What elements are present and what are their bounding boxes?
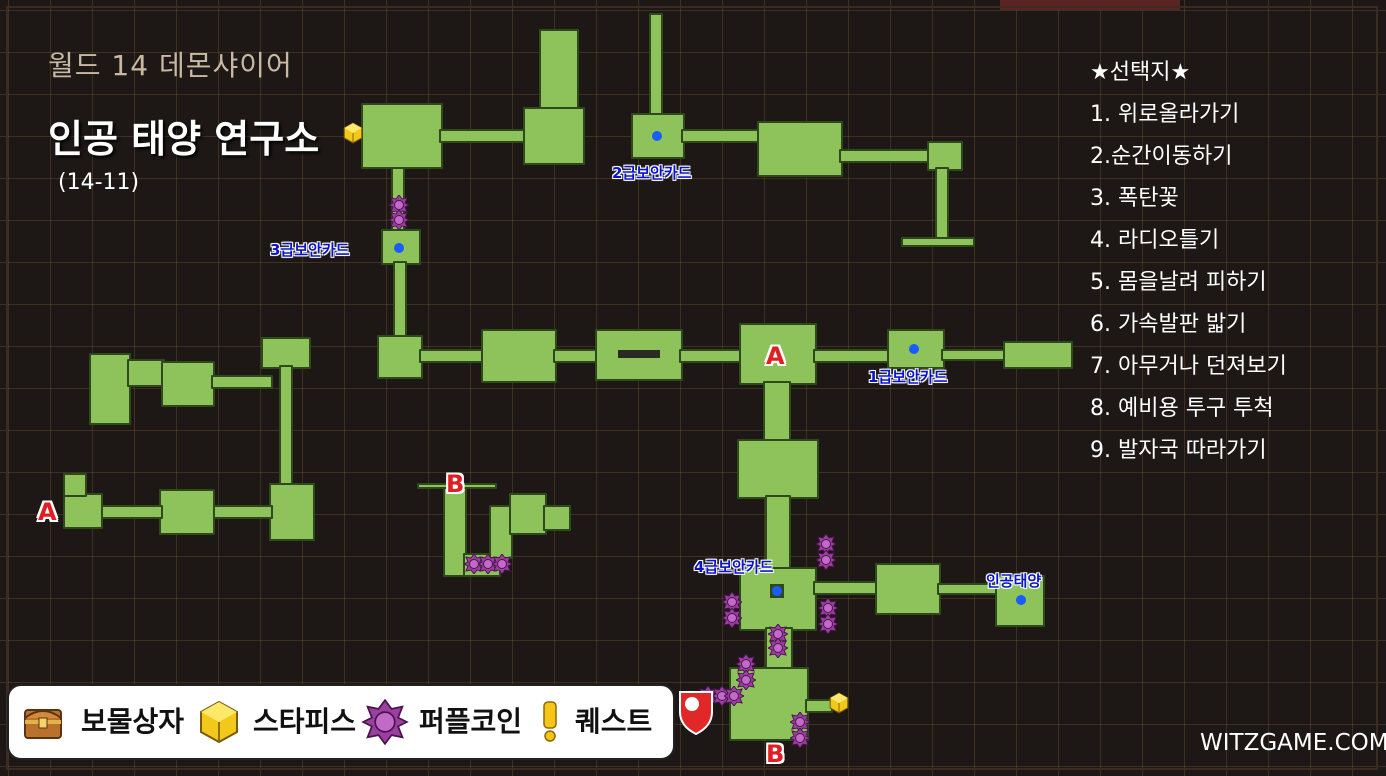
corridor bbox=[805, 699, 833, 713]
shield-icon bbox=[679, 691, 713, 736]
room bbox=[377, 335, 423, 379]
corridor bbox=[901, 237, 975, 247]
choice-item: 8. 예비용 투구 투척 bbox=[1090, 396, 1274, 421]
room bbox=[127, 359, 165, 387]
room bbox=[1003, 341, 1073, 369]
corridor bbox=[813, 349, 891, 363]
room bbox=[927, 141, 963, 171]
corridor bbox=[679, 349, 743, 363]
legend-purplecoin-label: 퍼플코인 bbox=[419, 705, 523, 738]
purple-coin-icon bbox=[724, 686, 744, 706]
label-card-3: 3급보안카드 bbox=[270, 241, 350, 259]
choice-item: 4. 라디오틀기 bbox=[1090, 228, 1220, 253]
label-card-1: 1급보안카드 bbox=[868, 368, 948, 386]
purple-coin-icon bbox=[389, 210, 409, 230]
room bbox=[523, 107, 585, 165]
pin-card-1 bbox=[909, 344, 919, 354]
area-code: (14-11) bbox=[58, 170, 140, 195]
room bbox=[63, 473, 87, 497]
corridor bbox=[279, 365, 293, 487]
marker-b: B bbox=[766, 740, 785, 768]
room bbox=[757, 121, 843, 177]
legend-treasure-label: 보물상자 bbox=[81, 705, 185, 738]
purple-coin-icon bbox=[790, 728, 810, 748]
pin-card-2 bbox=[652, 131, 662, 141]
marker-a: A bbox=[38, 498, 57, 526]
purple-coin-icon bbox=[361, 698, 409, 746]
corridor bbox=[99, 505, 163, 519]
corridor bbox=[211, 375, 273, 389]
corridor bbox=[813, 581, 881, 595]
room bbox=[261, 337, 311, 369]
star-piece-icon bbox=[200, 700, 238, 744]
corridor bbox=[439, 129, 531, 143]
choice-item: 1. 위로올라가기 bbox=[1090, 102, 1240, 127]
star-piece-icon bbox=[343, 122, 363, 144]
choice-item: 5. 몸을날려 피하기 bbox=[1090, 270, 1267, 295]
corridor bbox=[649, 13, 663, 119]
room bbox=[361, 103, 443, 169]
page-title: 인공 태양 연구소 bbox=[48, 117, 320, 161]
corridor bbox=[935, 167, 949, 239]
choices-title: ★선택지★ bbox=[1090, 60, 1191, 85]
corridor bbox=[839, 149, 933, 163]
purple-coin-icon bbox=[768, 638, 788, 658]
choice-item: 7. 아무거나 던져보기 bbox=[1090, 354, 1287, 379]
pin-card-3 bbox=[394, 243, 404, 253]
corridor bbox=[393, 261, 407, 339]
room bbox=[161, 361, 215, 407]
watermark: WITZGAME.COM bbox=[1200, 730, 1386, 756]
room bbox=[875, 563, 941, 615]
room bbox=[89, 353, 131, 425]
label-sun: 인공태양 bbox=[986, 572, 1042, 590]
room-hole bbox=[618, 350, 660, 358]
purple-coin-icon bbox=[492, 554, 512, 574]
corridor bbox=[763, 381, 791, 443]
choices-list: ★선택지★ 1. 위로올라가기 2.순간이동하기 3. 폭탄꽃 4. 라디오틀기… bbox=[1090, 52, 1287, 472]
room bbox=[739, 567, 817, 631]
corridor bbox=[765, 495, 791, 571]
room bbox=[739, 323, 817, 385]
legend-starpiece-label: 스타피스 bbox=[253, 705, 357, 738]
pin-card-4 bbox=[772, 586, 782, 596]
room bbox=[159, 489, 215, 535]
corridor bbox=[489, 505, 513, 559]
room bbox=[63, 493, 103, 529]
choice-item: 2.순간이동하기 bbox=[1090, 144, 1233, 169]
room bbox=[509, 493, 547, 535]
room bbox=[481, 329, 557, 383]
label-card-2: 2급보안카드 bbox=[612, 164, 692, 182]
top-bar bbox=[1000, 0, 1180, 10]
legend: 보물상자 스타피스 퍼플코인 퀘스트 bbox=[7, 684, 675, 760]
marker-a: A bbox=[766, 342, 785, 370]
room bbox=[269, 483, 315, 541]
label-card-4: 4급보안카드 bbox=[694, 558, 774, 576]
choice-item: 9. 발자국 따라가기 bbox=[1090, 438, 1267, 463]
choice-item: 6. 가속발판 밟기 bbox=[1090, 312, 1247, 337]
purple-coin-icon bbox=[818, 614, 838, 634]
world-label: 월드 14 데몬샤이어 bbox=[48, 49, 293, 82]
star-piece-icon bbox=[829, 692, 849, 714]
pin-sun bbox=[1016, 595, 1026, 605]
treasure-chest-icon bbox=[24, 709, 62, 739]
room bbox=[543, 505, 571, 531]
corridor bbox=[539, 29, 579, 113]
purple-coin-icon bbox=[816, 550, 836, 570]
corridor bbox=[443, 487, 467, 577]
room bbox=[737, 439, 819, 499]
corridor bbox=[553, 349, 599, 363]
corridor bbox=[419, 349, 485, 363]
corridor bbox=[941, 349, 1005, 361]
purple-coin-icon bbox=[736, 670, 756, 690]
quest-exclamation-icon bbox=[543, 701, 557, 742]
choice-item: 3. 폭탄꽃 bbox=[1090, 186, 1179, 211]
legend-quest-label: 퀘스트 bbox=[575, 705, 653, 738]
purple-coin-icon bbox=[722, 608, 742, 628]
corridor bbox=[681, 129, 761, 143]
marker-b: B bbox=[446, 470, 465, 498]
corridor bbox=[211, 505, 273, 519]
